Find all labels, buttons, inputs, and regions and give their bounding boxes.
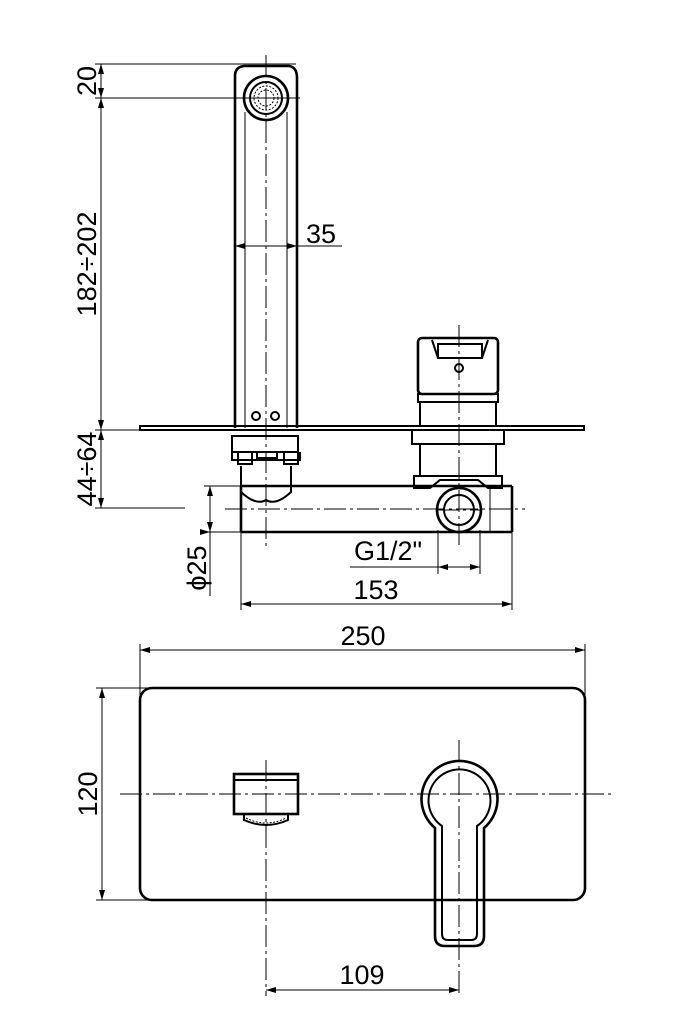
dim-plate-width-label: 250 [340, 621, 385, 651]
dim-aerator-offset: 20 [72, 63, 300, 99]
dim-spout-width: 35 [235, 219, 342, 249]
dim-plate-width: 250 [139, 621, 586, 700]
screw-icon [251, 411, 261, 421]
dim-spout-width-label: 35 [306, 219, 336, 249]
dim-thread: G1/2" [350, 530, 481, 574]
front-view: 250 120 109 [73, 621, 612, 996]
dim-aerator-offset-label: 20 [72, 66, 102, 96]
side-view: 20 182÷202 44÷64 35 ϕ25 [72, 55, 585, 610]
dim-pipe-diameter: ϕ25 [182, 485, 241, 596]
dim-spout-height-label: 182÷202 [72, 212, 102, 317]
dim-wall-depth-label: 44÷64 [72, 432, 102, 507]
dim-spout-height: 182÷202 [72, 98, 140, 431]
mixer-valve [411, 336, 505, 534]
dim-spout-to-handle: 109 [266, 960, 459, 993]
dim-plate-height-label: 120 [73, 771, 103, 816]
dim-wall-depth: 44÷64 [72, 430, 185, 509]
dim-plate-height: 120 [73, 687, 150, 901]
screw-icon [270, 411, 280, 421]
dim-spout-to-handle-label: 109 [339, 960, 384, 990]
dim-pipe-diameter-label: ϕ25 [182, 545, 212, 590]
mixer-handle-icon [420, 759, 499, 948]
wall-plate-side [139, 425, 585, 431]
dim-thread-label: G1/2" [354, 536, 422, 566]
dim-body-length-label: 153 [353, 575, 398, 605]
dim-body-length: 153 [240, 532, 513, 610]
